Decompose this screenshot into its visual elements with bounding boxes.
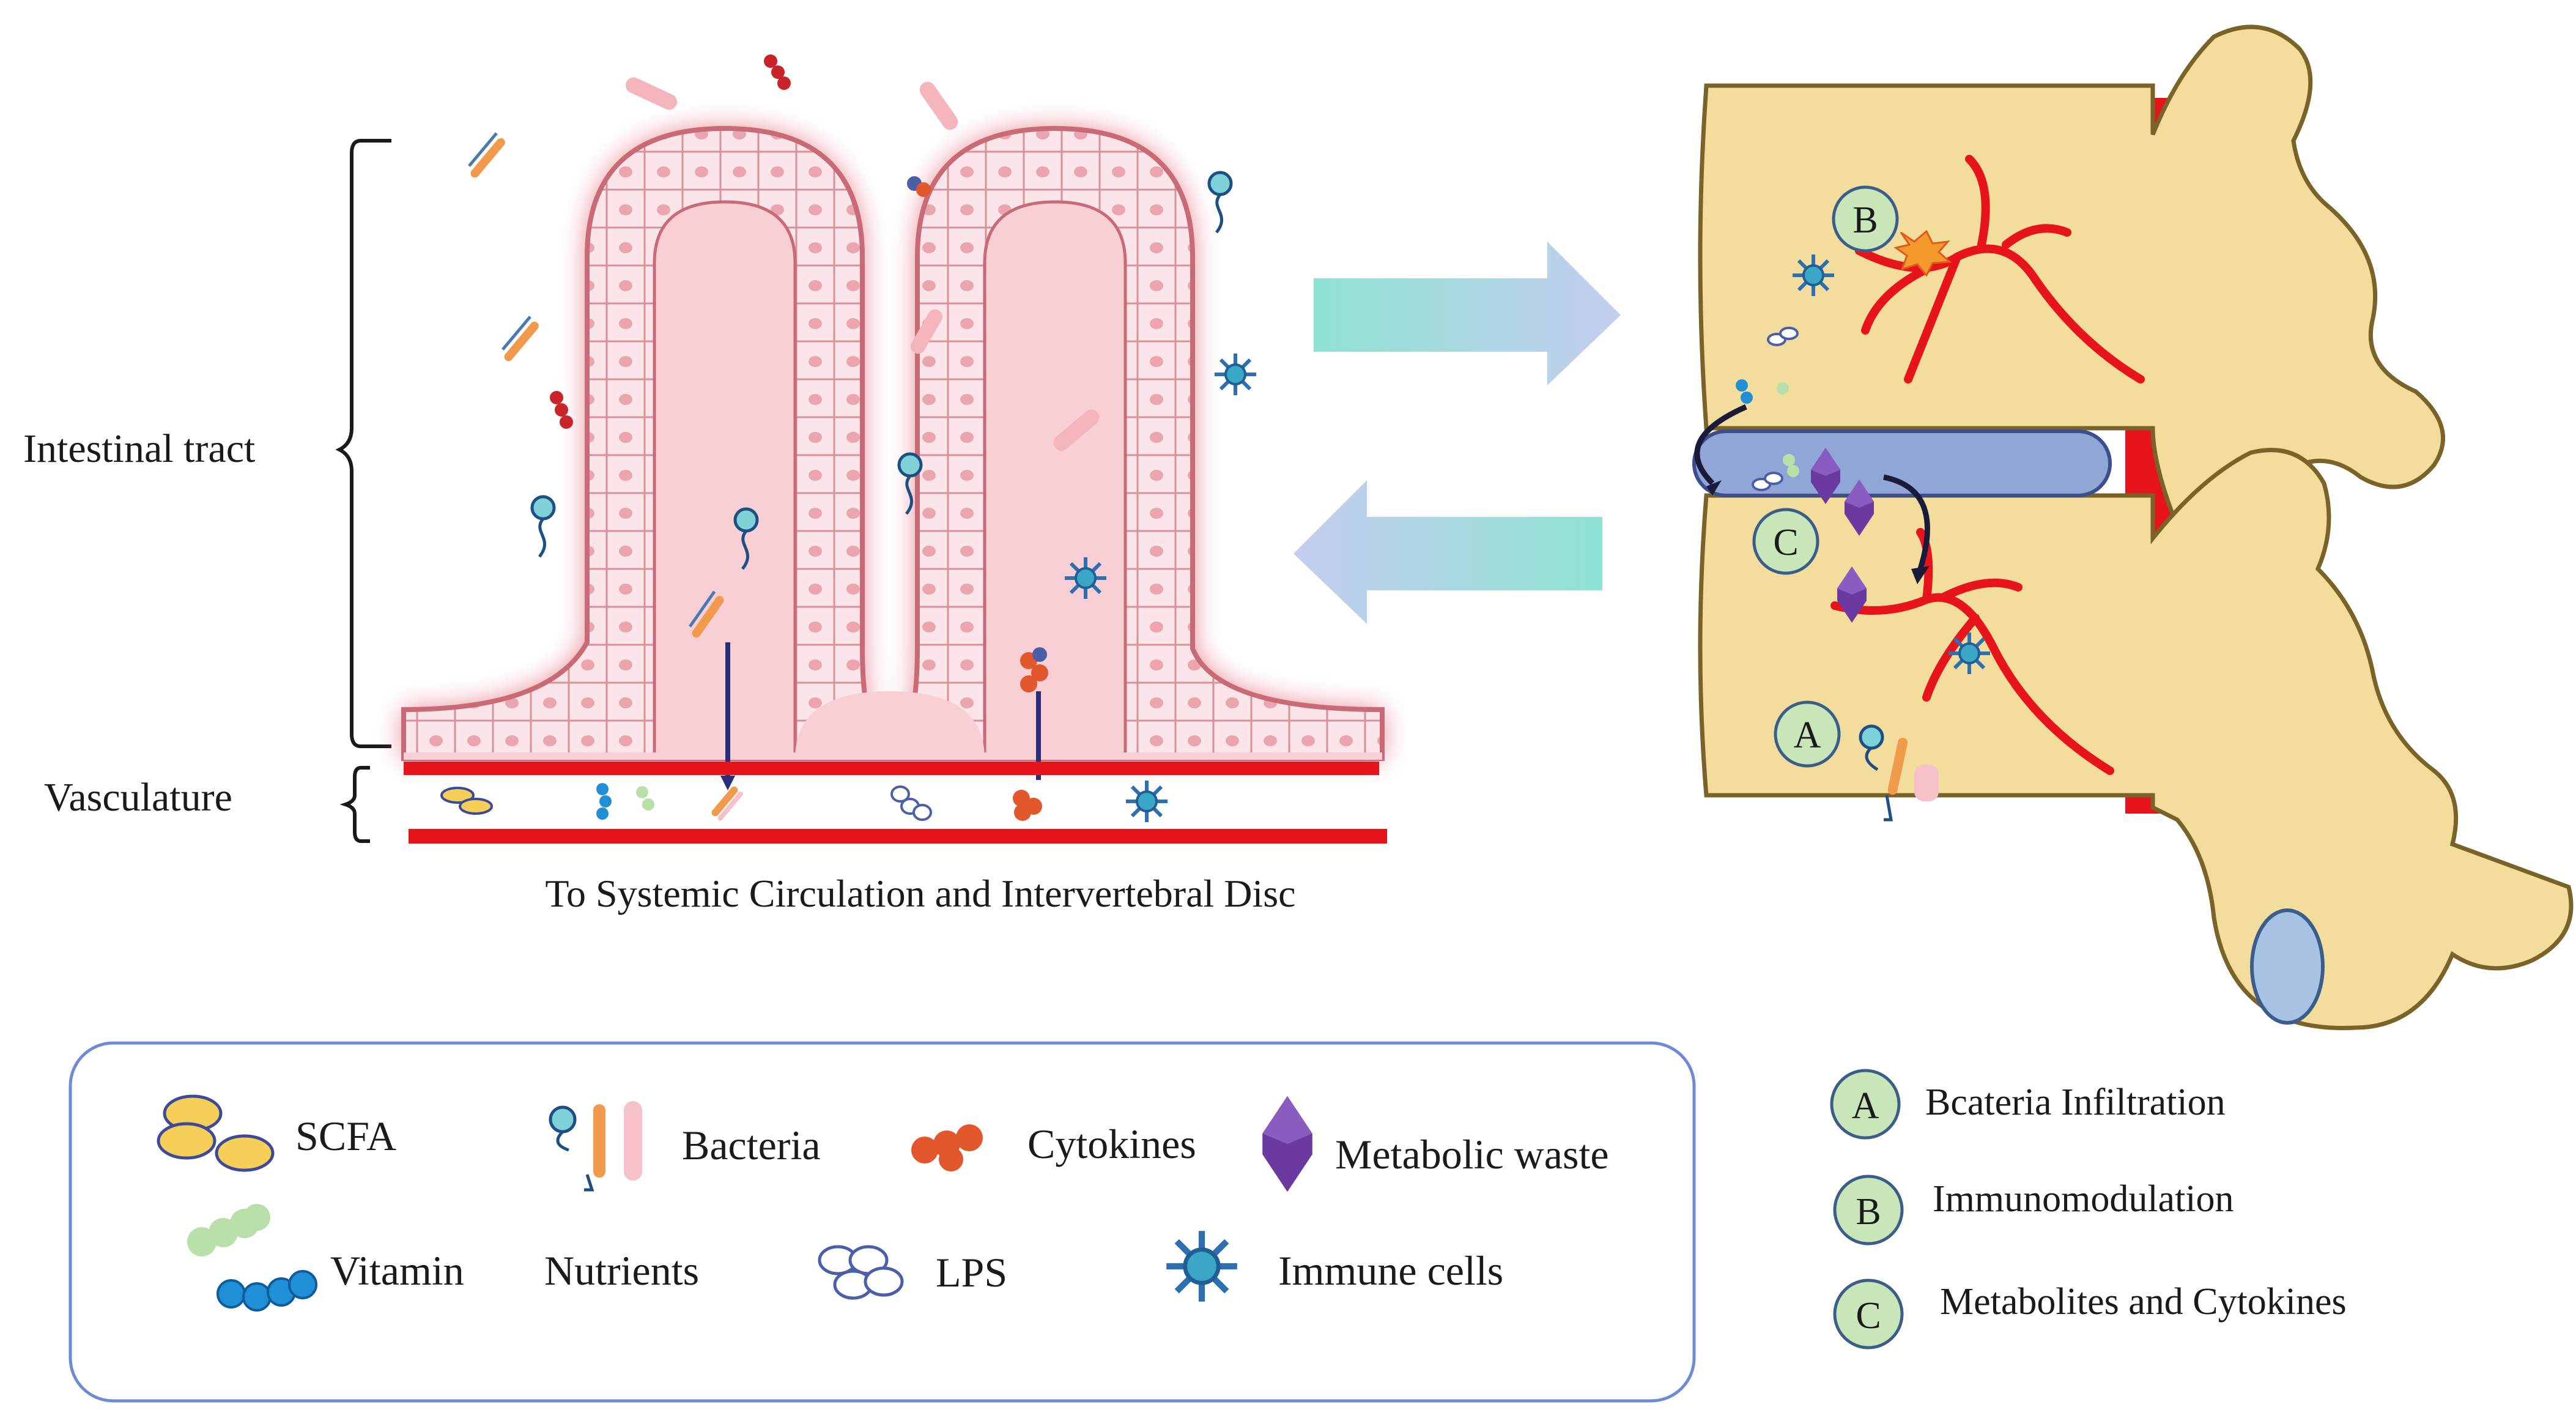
lumen-cytokine-icon	[550, 391, 573, 429]
disc-infiltration-arrowhead	[1706, 480, 1722, 496]
legend-scfa-label: SCFA	[295, 1113, 396, 1159]
lumen-bacteria-icon	[468, 132, 505, 178]
lumen-bacteria-icon	[532, 497, 554, 557]
svg-text:A: A	[1852, 1085, 1879, 1127]
spine-cytokine-burst-icon	[1893, 229, 1952, 277]
villi-core	[653, 200, 797, 760]
legend-nutrients-label: Nutrients	[544, 1247, 699, 1294]
legend-bacteria-label: Bacteria	[682, 1122, 821, 1168]
intervertebral-disc	[1692, 429, 2112, 497]
spine-lps-icon	[1752, 327, 1799, 491]
lumen-bacillus-icon	[1053, 409, 1100, 451]
vessel-scfa-icon	[440, 787, 493, 815]
lumen-bacteria-icon	[689, 590, 724, 638]
lumen-bacillus-icon	[911, 309, 942, 354]
vessel-lower	[409, 829, 1387, 844]
lumen-bacillus-icon	[919, 81, 958, 130]
legend-metabolic-waste-label: Metabolic waste	[1335, 1131, 1609, 1178]
crypt-core	[795, 691, 985, 759]
key-item-a: A Bcateria Infiltration	[1830, 1069, 2226, 1140]
villi-core-2	[983, 200, 1127, 760]
legend-vitamin-label: Vitamin	[330, 1247, 464, 1294]
vertebra-immune-cell-icon	[1793, 254, 1834, 296]
upper-vertebral-body	[1698, 24, 2445, 529]
vessel-cytokine-icon	[1013, 790, 1042, 821]
villi-glow	[404, 128, 1382, 759]
vessel-vitamin-icon	[596, 783, 654, 820]
legend-metabolic-waste-icon	[1262, 1096, 1312, 1192]
lower-vertebral-body	[1698, 448, 2574, 1030]
legend-box: SCFA Bacteria Cytokines Metabolic waste	[68, 1041, 1696, 1403]
intestinal-tract-label: Intestinal tract	[23, 426, 255, 471]
lower-vessel-tree	[1830, 528, 2114, 775]
lumen-immune-cell-icon	[1215, 354, 1256, 395]
legend-immune-cells-icon	[1166, 1231, 1237, 1302]
lumen-bacteria-icon	[502, 316, 539, 362]
svg-text:C: C	[1773, 522, 1798, 563]
vertebra-transport-arrowhead	[1911, 566, 1930, 584]
vertebra-immune-cell-icon	[1949, 633, 1990, 674]
vessel-lps-icon	[890, 785, 932, 821]
key-item-a-text: Bcateria Infiltration	[1925, 1082, 2226, 1123]
svg-text:B: B	[1852, 199, 1878, 241]
intestinal-tract-brace	[335, 139, 391, 748]
systemic-circulation-caption: To Systemic Circulation and Intervertebr…	[545, 872, 1295, 915]
lumen-bacteria-icon	[1209, 173, 1231, 232]
svg-text:B: B	[1856, 1191, 1881, 1233]
lumen-bacillus-icon	[625, 77, 678, 110]
upper-vessel-tree	[1855, 155, 2145, 384]
legend-lps-label: LPS	[936, 1249, 1007, 1296]
key-item-c: C Metabolites and Cytokines	[1833, 1279, 2347, 1349]
gut-to-spine-arrow	[1314, 242, 1621, 385]
villi-epithelium	[401, 125, 1385, 761]
vessel-immune-cell-icon	[1126, 781, 1168, 822]
legend-vitamin-icon	[187, 1204, 317, 1312]
lumen-immune-cell-icon	[1065, 557, 1106, 599]
marker-a: A	[1774, 700, 1841, 768]
vessel-bacteria-icon	[711, 786, 743, 821]
legend-bacteria-icon	[549, 1101, 642, 1192]
legend-scfa-icon	[157, 1094, 275, 1172]
spine-vitamin-icon	[1736, 379, 1799, 477]
vasculature-brace	[339, 766, 370, 843]
intestine-panel: Intestinal tract Vasculature	[23, 54, 1387, 915]
legend-cytokines-label: Cytokines	[1027, 1121, 1196, 1167]
vertebra-transport-arrow	[1883, 474, 1930, 570]
key-item-b: B Immunomodulation	[1833, 1175, 2234, 1245]
absorption-arrowhead	[720, 776, 735, 790]
disc-infiltration-arrow	[1694, 404, 1747, 486]
spinous-process-disc	[2250, 908, 2325, 1025]
legend-lps-icon	[818, 1245, 904, 1300]
vessel-upper	[404, 762, 1379, 775]
tissue-cytokine-icon	[1020, 647, 1048, 692]
spine-panel: B C A	[1692, 24, 2574, 1030]
key-item-c-text: Metabolites and Cytokines	[1940, 1281, 2347, 1323]
key-list: A Bcateria Infiltration B Immunomodulati…	[1830, 1069, 2347, 1349]
vasculature-label: Vasculature	[44, 775, 232, 820]
spine-to-gut-arrow	[1294, 480, 1602, 624]
key-item-b-text: Immunomodulation	[1933, 1178, 2234, 1220]
svg-text:A: A	[1794, 715, 1821, 756]
basement-membrane	[404, 752, 1382, 760]
lumen-cytokine-icon	[764, 54, 791, 90]
legend-immune-cells-label: Immune cells	[1278, 1247, 1503, 1294]
legend-cytokines-icon	[911, 1124, 983, 1171]
svg-text:C: C	[1856, 1295, 1881, 1337]
lumen-cytokine-icon	[907, 176, 931, 197]
spine-bacteria-icon	[1859, 724, 1939, 822]
marker-b: B	[1832, 185, 1899, 253]
marker-c: C	[1752, 508, 1819, 575]
